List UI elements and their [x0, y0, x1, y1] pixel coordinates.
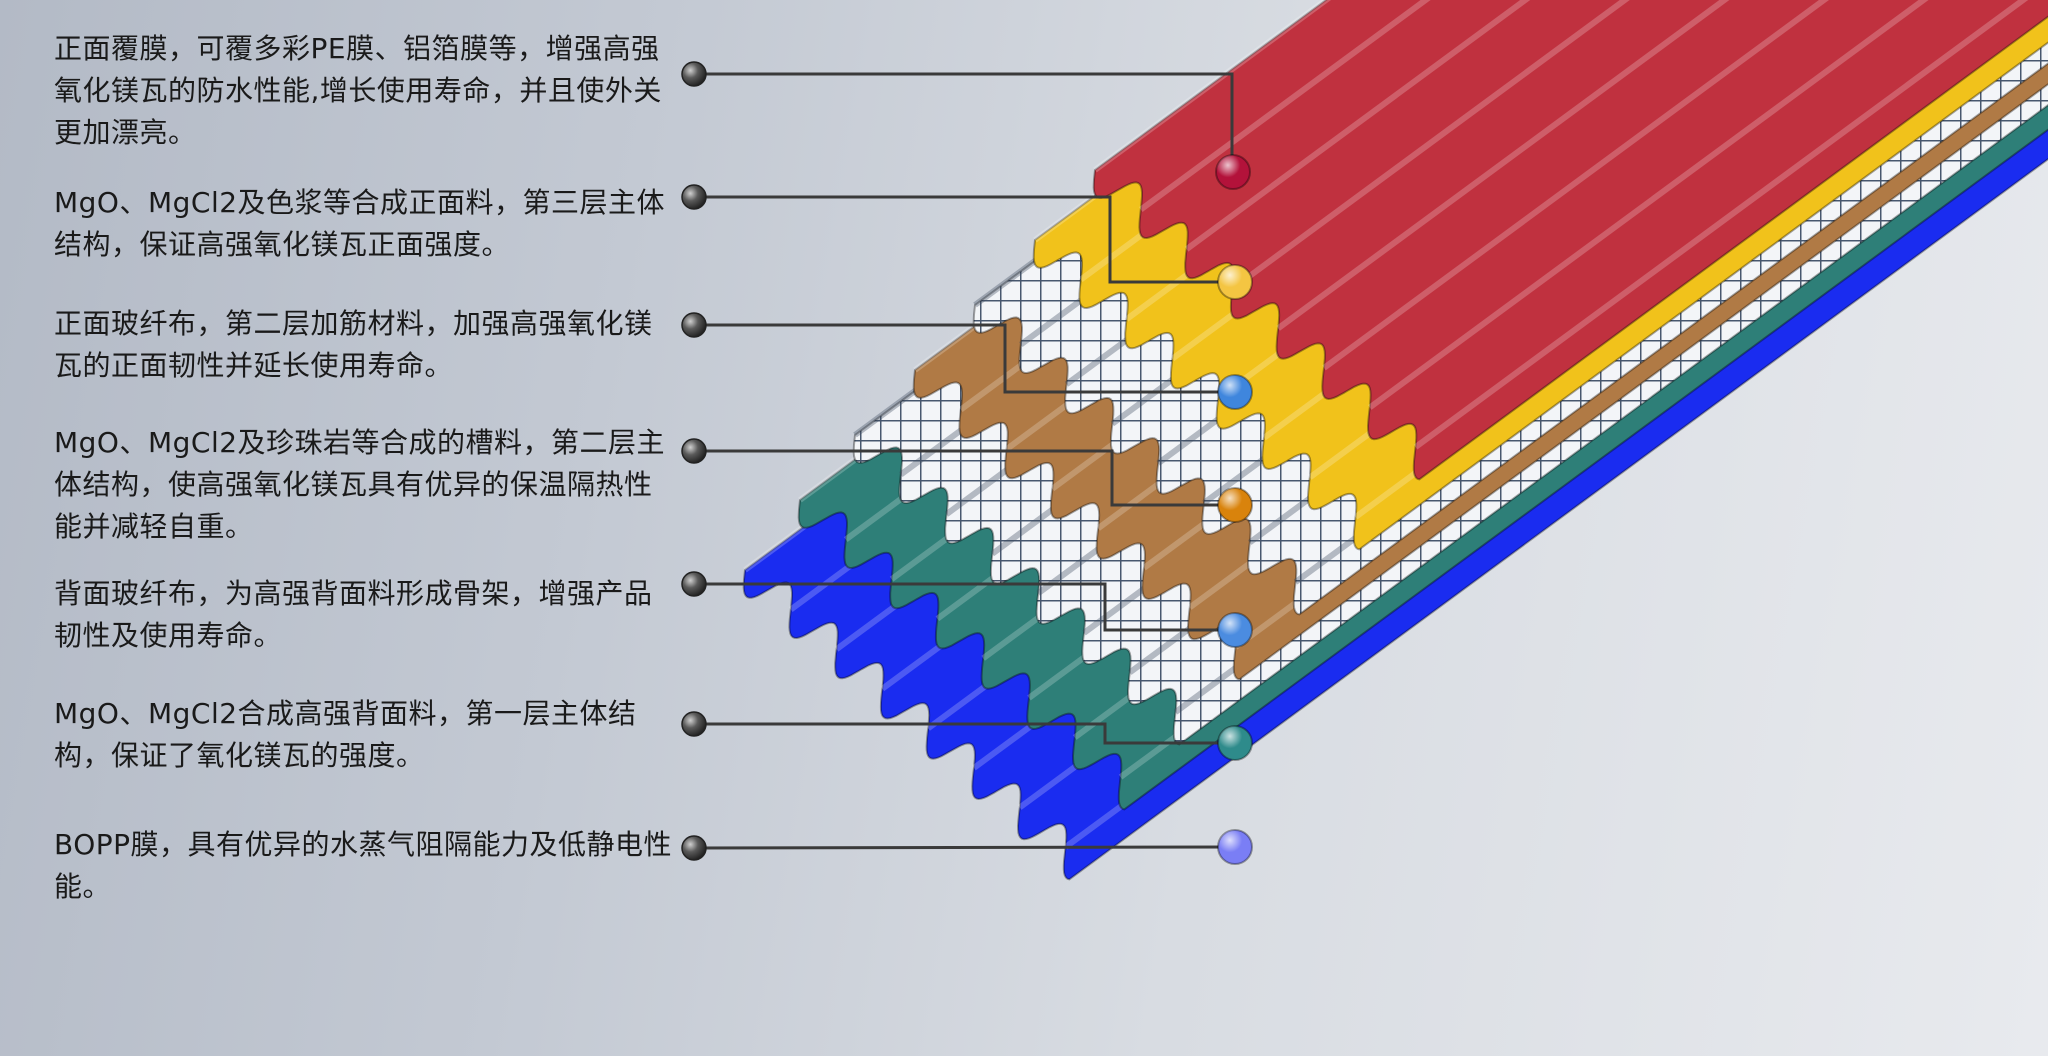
layer-marker-dot-shine: [1218, 830, 1252, 864]
callout-pin-icon: [681, 61, 707, 87]
callout-text-yellow-face-material: MgO、MgCl2及色浆等合成正面料，第三层主体结构，保证高强氧化镁瓦正面强度。: [54, 186, 666, 261]
red-pe-film-layer-ridge: [1139, 0, 1431, 212]
callout-text-face-fiberglass: 正面玻纤布，第二层加筋材料，加强高强氧化镁瓦的正面韧性并延长使用寿命。: [54, 307, 653, 382]
red-pe-film-layer-ridge: [1093, 0, 1332, 173]
layer-marker-dot-shine: [1218, 488, 1252, 522]
leader-line: [694, 323, 1235, 394]
callout-text-core-material: MgO、MgCl2及珍珠岩等合成的槽料，第二层主体结构，使高强氧化镁瓦具有优异的…: [54, 426, 666, 543]
red-pe-film-layer-ridge: [1276, 0, 1730, 331]
red-pe-film-layer-ridge: [1322, 0, 1829, 371]
leader-line: [694, 195, 1235, 284]
callout-pin-icon: [681, 711, 707, 737]
callout-text-red-pe-film: 正面覆膜，可覆多彩PE膜、铝箔膜等，增强高强氧化镁瓦的防水性能,增长使用寿命，并…: [54, 32, 662, 149]
callout-pin-icon: [681, 184, 707, 210]
callout-text-bopp-film: BOPP膜，具有优异的水蒸气阻隔能力及低静电性能。: [54, 828, 673, 903]
callout-pin-icon: [681, 312, 707, 338]
layer-marker-dot-shine: [1218, 265, 1252, 299]
red-pe-film-layer-ridge: [1184, 0, 1531, 252]
layer-marker-dot-shine: [1218, 375, 1252, 409]
red-pe-film-layer-ridge: [1367, 0, 1929, 410]
callout-text-back-material: MgO、MgCl2合成高强背面料，第一层主体结构，保证了氧化镁瓦的强度。: [54, 697, 637, 772]
red-pe-film-layer-ridge: [1413, 0, 2029, 450]
callout-pin-icon: [681, 835, 707, 861]
callout-pin-icon: [681, 438, 707, 464]
leader-line: [694, 582, 1235, 632]
layer-marker-dot-shine: [1218, 726, 1252, 760]
leader-line: [694, 722, 1235, 745]
layer-marker-dot-shine: [1218, 613, 1252, 647]
layer-marker-dot-shine: [1216, 155, 1250, 189]
callout-text-back-fiberglass: 背面玻纤布，为高强背面料形成骨架，增强产品韧性及使用寿命。: [54, 577, 653, 652]
leader-line: [693, 845, 1236, 850]
red-pe-film-layer: [1092, 0, 2048, 481]
leader-line: [694, 449, 1235, 507]
callout-pin-icon: [681, 571, 707, 597]
red-pe-film-layer-ridge: [1230, 0, 1630, 292]
leader-line: [694, 72, 1234, 172]
